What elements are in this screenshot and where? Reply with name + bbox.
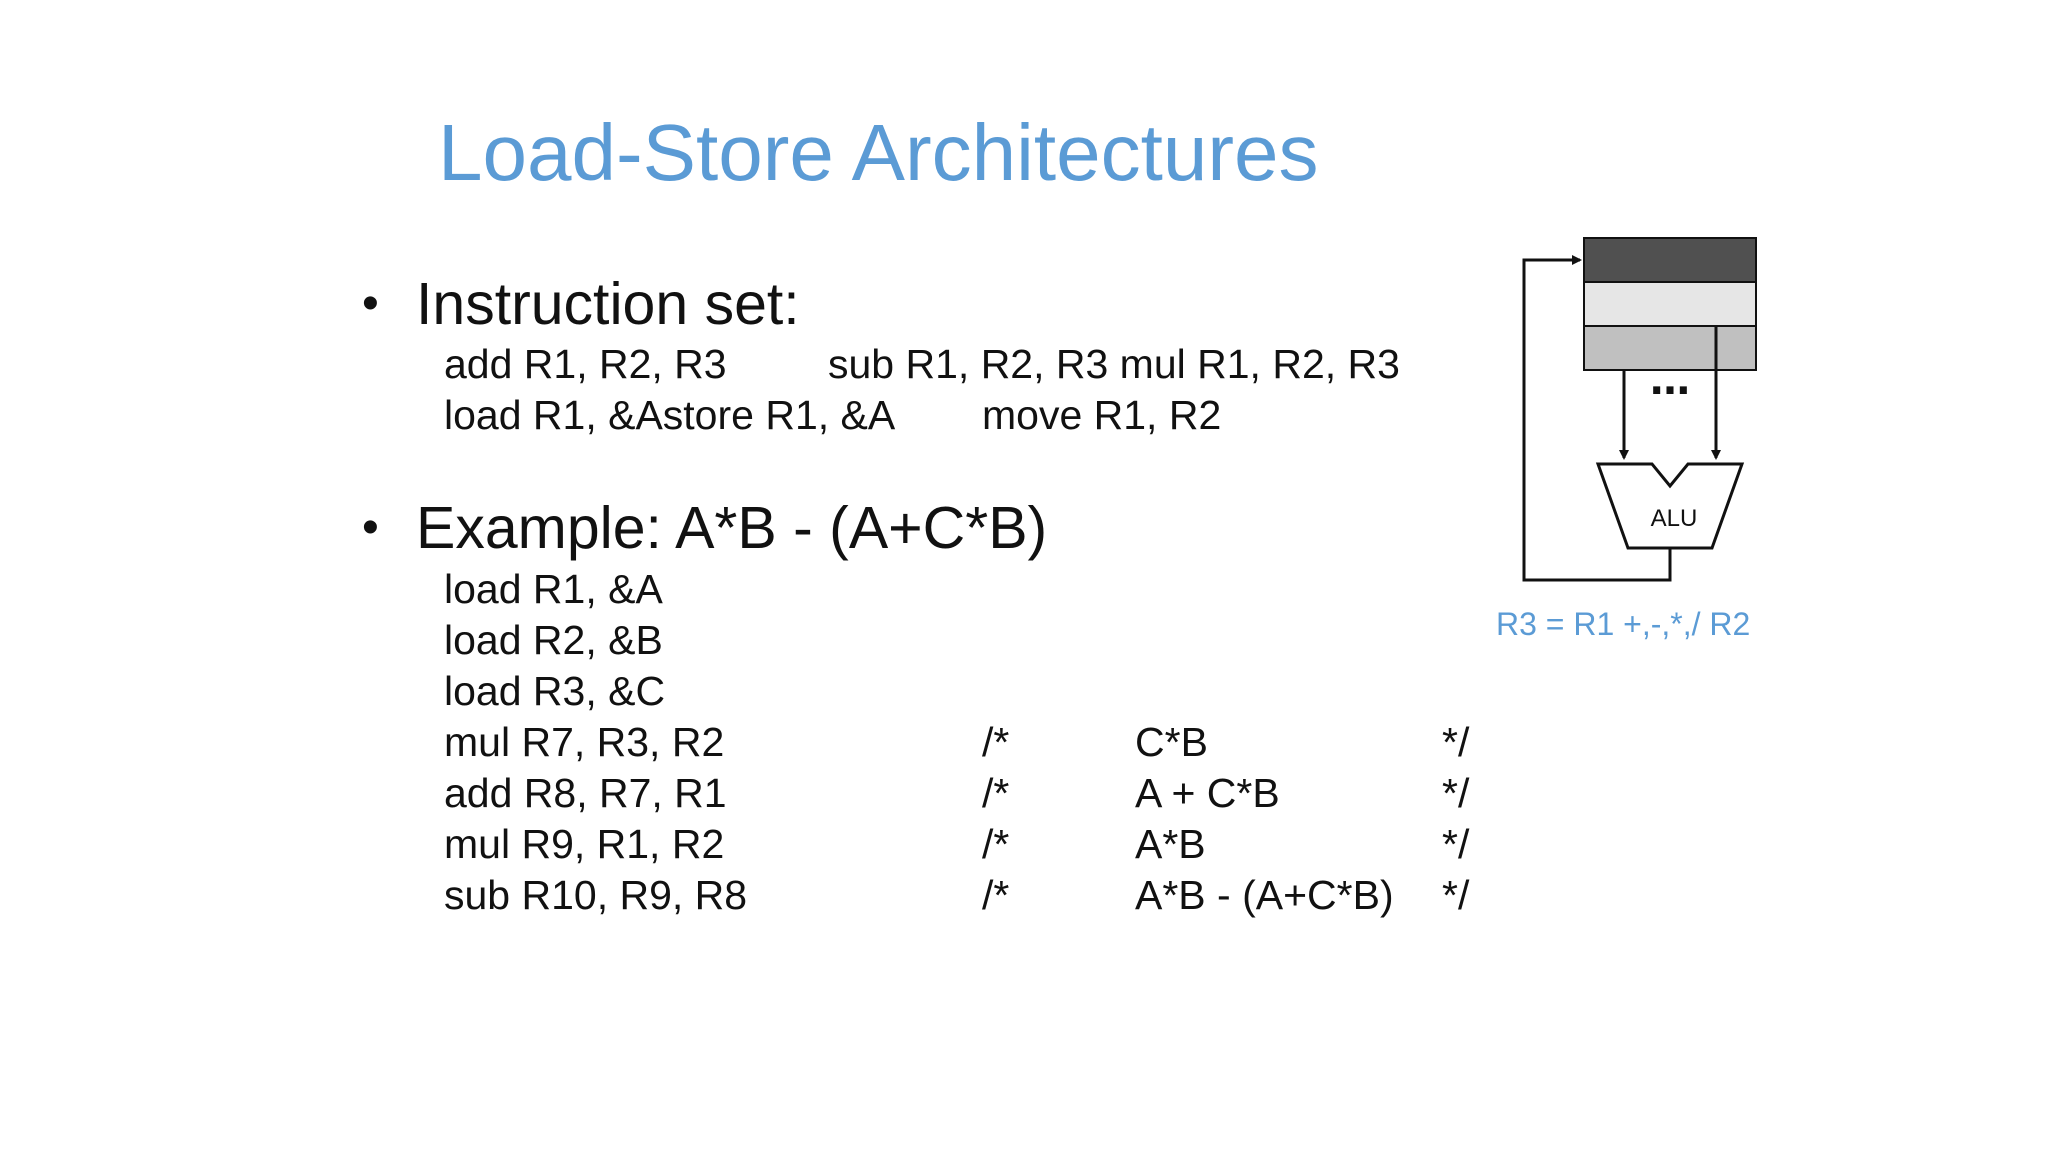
comment-text: C*B	[1135, 719, 1208, 765]
comment-close: */	[1442, 872, 1470, 918]
code-instruction: sub R10, R9, R8	[444, 872, 748, 918]
bullet-heading: Instruction set:	[416, 271, 800, 337]
diagram-caption: R3 = R1 +,-,*,/ R2	[1496, 606, 1751, 642]
code-line: load R3, &C	[444, 668, 666, 714]
comment-open: /*	[982, 770, 1010, 816]
register-middle	[1583, 281, 1757, 327]
register-bottom	[1583, 325, 1757, 371]
comment-text: A*B - (A+C*B)	[1135, 872, 1394, 918]
bullet-symbol: •	[362, 277, 379, 330]
comment-close: */	[1442, 719, 1470, 765]
bullet-heading: Example: A*B - (A+C*B)	[416, 495, 1048, 561]
comment-open: /*	[982, 872, 1010, 918]
comment-close: */	[1442, 770, 1470, 816]
feedback-loop	[1522, 255, 1672, 582]
register-top	[1583, 237, 1757, 283]
code-instruction: mul R7, R3, R2	[444, 719, 725, 765]
instruction-sub-mul: sub R1, R2, R3 mul R1, R2, R3	[828, 341, 1400, 387]
comment-text: A + C*B	[1135, 770, 1280, 816]
instruction-add: add R1, R2, R3	[444, 341, 727, 387]
ellipsis-label: …	[1650, 358, 1690, 404]
bullet-symbol: •	[362, 501, 379, 554]
comment-close: */	[1442, 821, 1470, 867]
slide-title: Load-Store Architectures	[438, 108, 1319, 197]
instruction-move: move R1, R2	[982, 392, 1222, 438]
code-line: load R1, &A	[444, 566, 663, 612]
comment-open: /*	[982, 719, 1010, 765]
comment-open: /*	[982, 821, 1010, 867]
instruction-load-store: load R1, &Astore R1, &A	[444, 392, 896, 438]
comment-text: A*B	[1135, 821, 1206, 867]
alu-shape	[1595, 462, 1745, 550]
code-instruction: mul R9, R1, R2	[444, 821, 725, 867]
register-alu-diagram: … ALU	[1522, 237, 1757, 582]
alu-label: ALU	[1651, 505, 1698, 532]
code-instruction: add R8, R7, R1	[444, 770, 727, 816]
code-line: load R2, &B	[444, 617, 663, 663]
